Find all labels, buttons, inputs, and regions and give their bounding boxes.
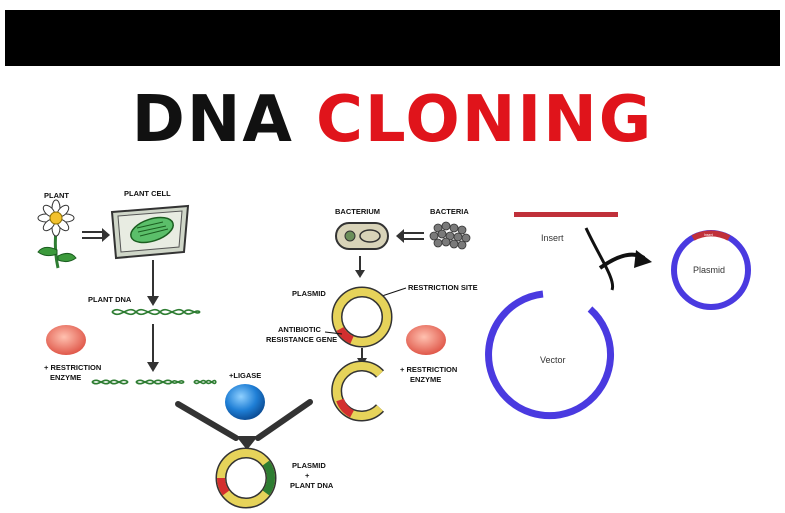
bacterial-plasmid: [337, 292, 387, 342]
label-restriction-enzyme-2-line1: + RESTRICTION: [400, 365, 457, 374]
label-plant: PLANT: [44, 191, 69, 200]
label-plasmid: PLASMID: [292, 289, 326, 298]
label-bacteria: BACTERIA: [430, 207, 469, 216]
restriction-site-pointer: [382, 288, 406, 296]
restriction-enzyme-blob-2: [406, 325, 446, 355]
bacterium-icon: [336, 223, 388, 249]
bacteria-cluster-icon: [430, 222, 470, 249]
flower-icon: [38, 200, 76, 268]
label-restriction-enzyme-1-line2: ENZYME: [50, 373, 81, 382]
plant-dna-strand: [112, 310, 200, 315]
label-bacterium: BACTERIUM: [335, 207, 380, 216]
right-plasmid-insert-tag: Insert: [704, 233, 713, 237]
recombinant-plasmid: [221, 453, 271, 503]
insert-bar: [514, 212, 618, 217]
label-restriction-site: RESTRICTION SITE: [408, 283, 478, 292]
arrow-dna-to-fragments: [147, 324, 159, 372]
cut-plasmid: [337, 366, 380, 416]
cut-dna-fragments: [92, 380, 216, 383]
arrow-bacteria-to-bacterium: [396, 229, 424, 243]
label-antibiotic-line2: RESISTANCE GENE: [266, 335, 337, 344]
plant-cell-icon: [112, 206, 188, 258]
arrow-bacterium-to-plasmid: [355, 256, 365, 278]
label-result-line1: PLASMID: [292, 461, 326, 470]
label-plant-dna: PLANT DNA: [88, 295, 132, 304]
label-vector: Vector: [540, 355, 566, 365]
label-right-plasmid: Plasmid: [693, 265, 725, 275]
arrow-plant-to-cell: [82, 228, 110, 242]
label-ligase: +LIGASE: [229, 371, 261, 380]
label-insert: Insert: [541, 233, 564, 243]
label-restriction-enzyme-1-line1: + RESTRICTION: [44, 363, 101, 372]
arrow-head-to-plasmid: [634, 250, 652, 268]
label-result-line3: PLANT DNA: [290, 481, 334, 490]
arrow-insert-to-vector: [586, 228, 613, 290]
label-restriction-enzyme-2-line2: ENZYME: [410, 375, 441, 384]
restriction-enzyme-blob-1: [46, 325, 86, 355]
label-result-line2: +: [305, 471, 310, 480]
label-antibiotic-line1: ANTIBIOTIC: [278, 325, 321, 334]
arrow-cell-to-dna: [147, 260, 159, 306]
label-plant-cell: PLANT CELL: [124, 189, 171, 198]
ligase-blob: [225, 384, 265, 420]
